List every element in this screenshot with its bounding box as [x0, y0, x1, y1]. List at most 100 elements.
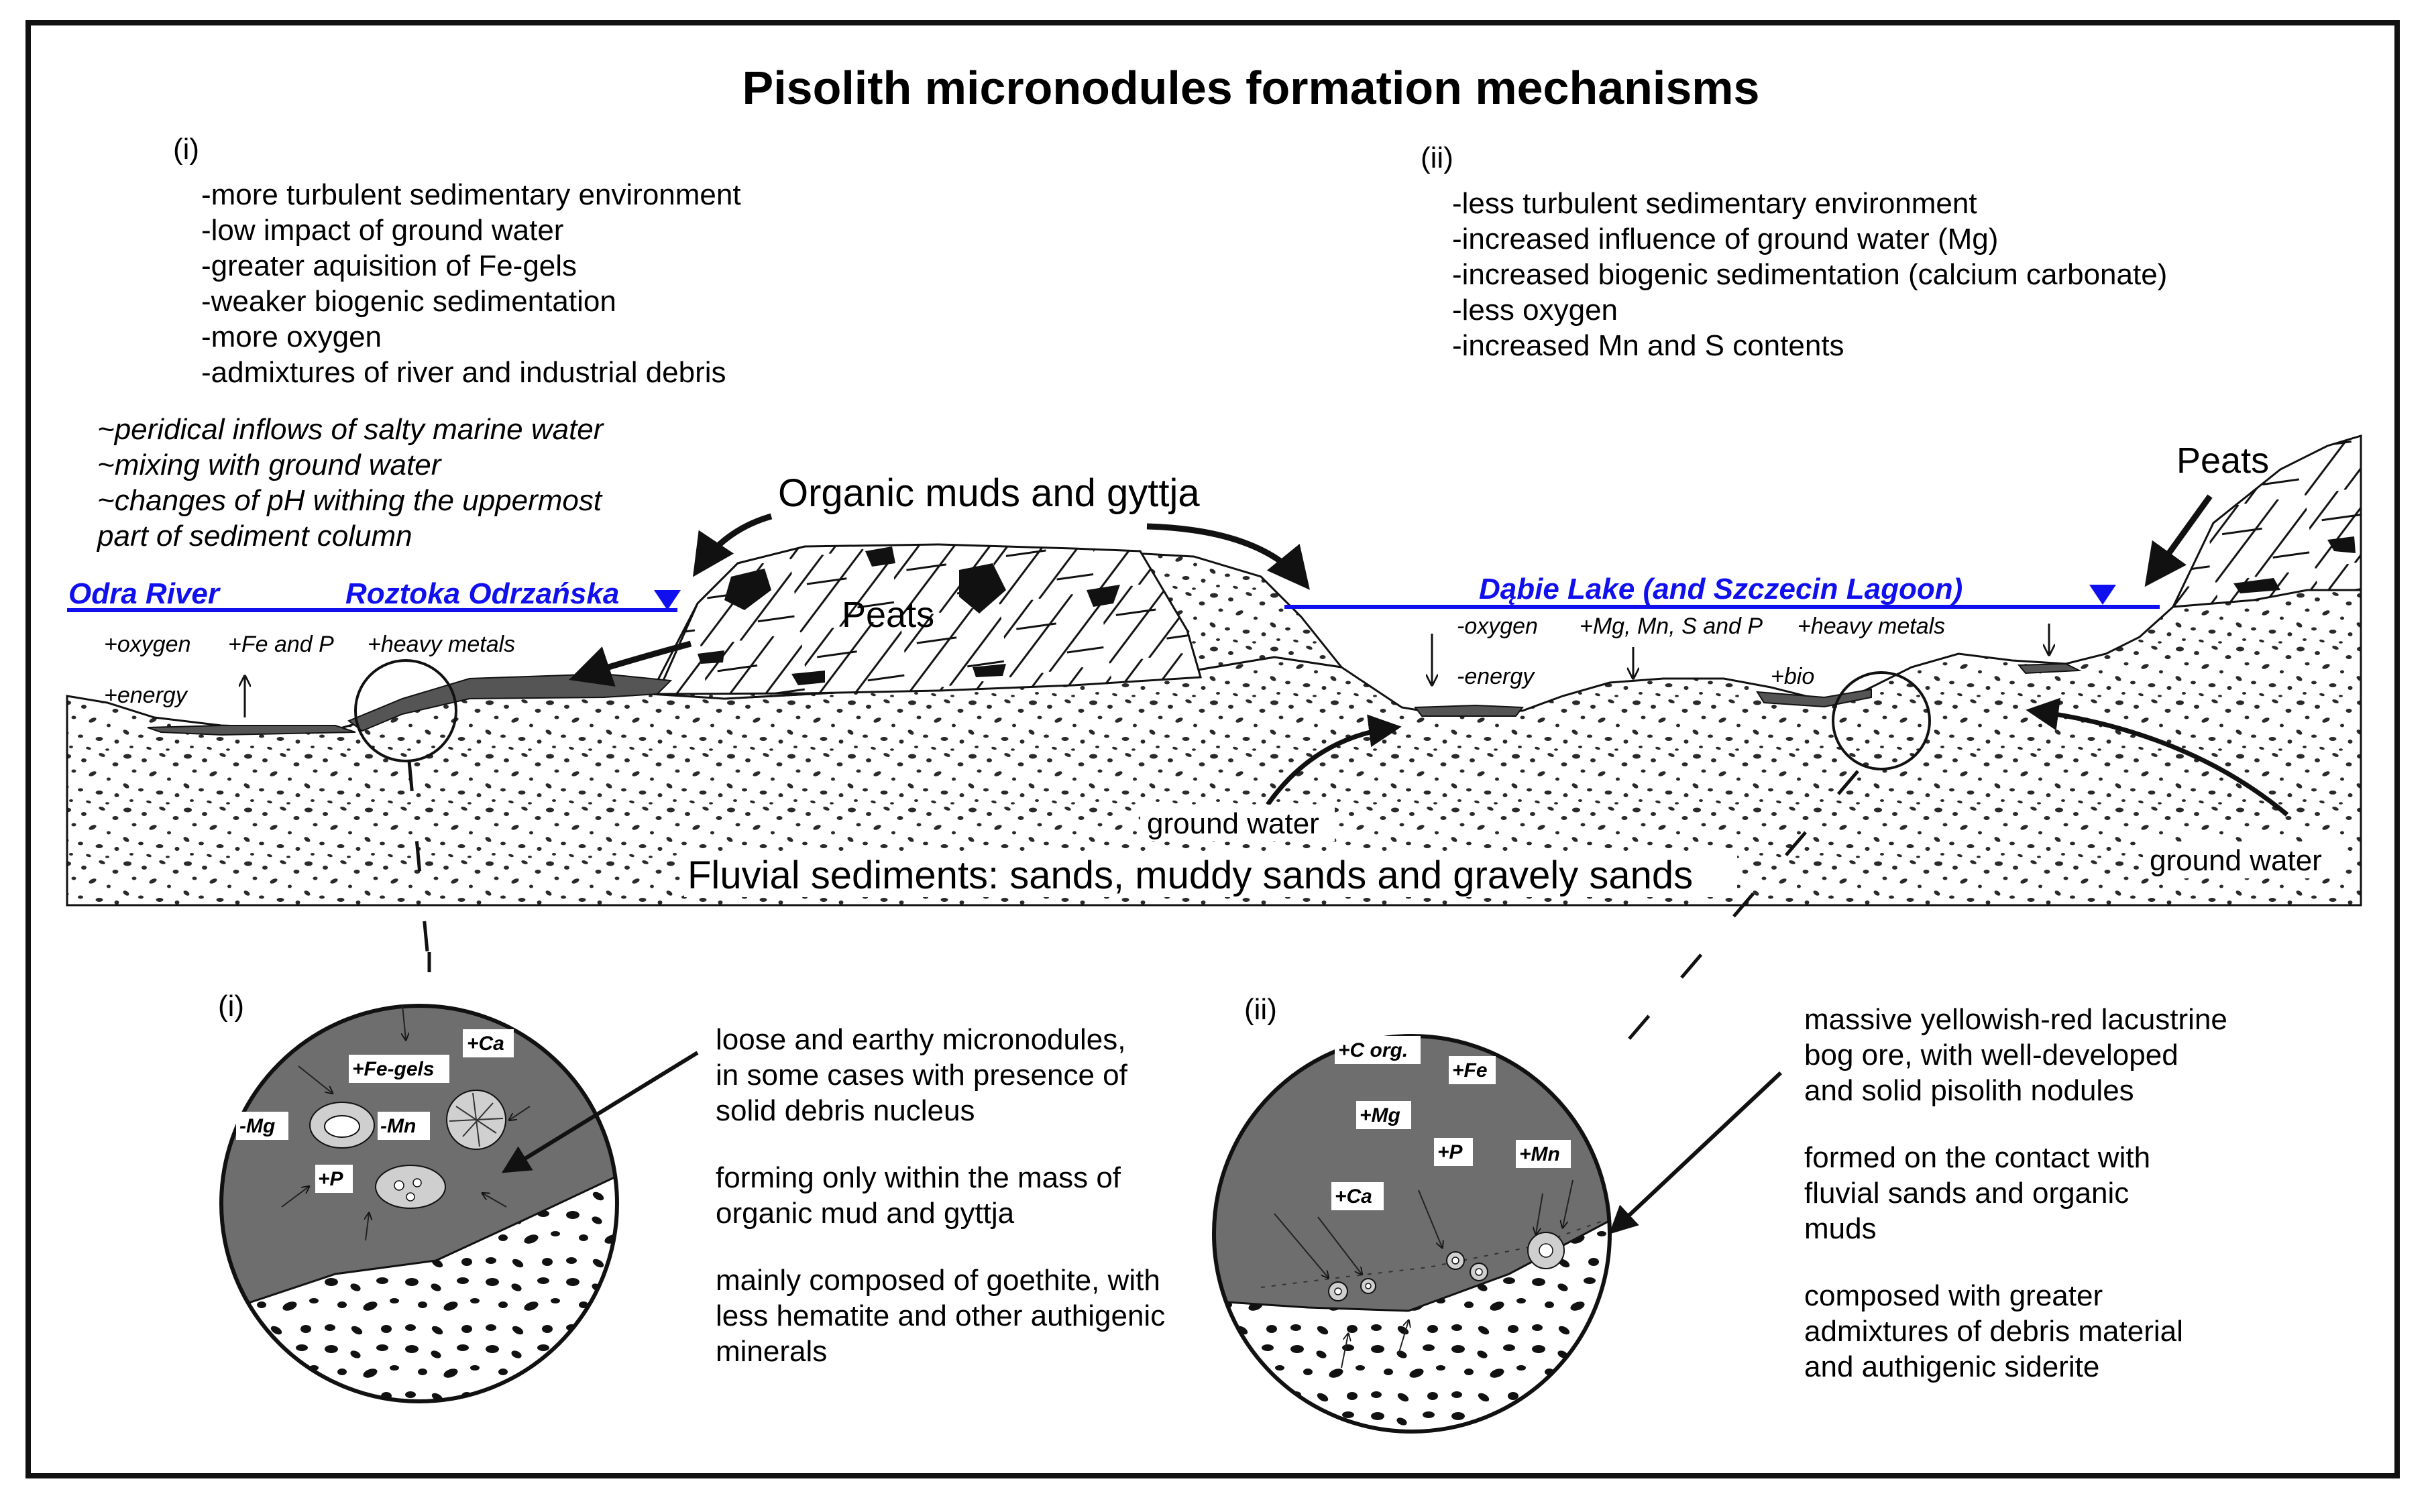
desc-ii-line: admixtures of debris material	[1804, 1315, 2183, 1348]
nodule-radial-texture	[449, 1092, 504, 1147]
leader-dash-ii	[1622, 770, 1859, 1047]
tags-ii: +C org. +Fe +Mg +P +Mn +Ca	[1331, 1036, 1571, 1210]
right-energy-label: -energy	[1457, 664, 1535, 689]
tag-fe-gels: +Fe-gels	[352, 1058, 435, 1080]
desc-ii-line: and solid pisolith nodules	[1804, 1074, 2134, 1107]
ground-water-2-bg	[2143, 841, 2344, 878]
tag-c-org: +C org.	[1338, 1039, 1408, 1061]
desc-ii-line: formed on the contact with	[1804, 1141, 2150, 1174]
panel-ii-bullet: -increased Mn and S contents	[1452, 329, 1844, 362]
ground-water-label-1: ground water	[1147, 807, 1319, 840]
arrow-organic-right	[1146, 523, 1310, 590]
sand-base-i	[221, 1167, 617, 1401]
right-bio-label: +bio	[1771, 664, 1814, 689]
pointer-arrow-i	[501, 1051, 699, 1173]
desc-i-line: forming only within the mass of	[716, 1161, 1121, 1194]
panel-i-note: ~mixing with ground water	[97, 449, 443, 481]
fluvial-sediments-label: Fluvial sediments: sands, muddy sands an…	[687, 854, 1693, 897]
arrow-ground-water-1	[1266, 714, 1402, 807]
arrow-roztoka	[569, 640, 692, 687]
figure-title: Pisolith micronodules formation mechanis…	[742, 62, 1760, 114]
peat-wedge-right	[2171, 434, 2362, 608]
leader-dash-i	[407, 760, 431, 973]
nodule-earthy	[375, 1165, 446, 1209]
panel-i-bullet: -greater aquisition of Fe-gels	[201, 249, 577, 282]
water-level-marker-right	[2089, 585, 2116, 605]
panel-ii-bullet: -less oxygen	[1452, 294, 1618, 327]
desc-ii-line: muds	[1804, 1212, 1877, 1245]
inflow-arrows-i	[281, 1005, 531, 1241]
tag-ca-i: +Ca	[467, 1033, 504, 1055]
zoom-circle-i	[219, 1004, 619, 1403]
tag-mg-ii: +Mg	[1360, 1104, 1400, 1126]
panel-i-bullet: -more turbulent sedimentary environment	[201, 178, 741, 211]
desc-ii-line: fluvial sands and organic	[1804, 1177, 2129, 1210]
panel-i-bullet: -low impact of ground water	[201, 214, 563, 247]
panel-i-bullets: -more turbulent sedimentary environment …	[201, 178, 741, 389]
zoom-detail-i: +Ca +Fe-gels -Mg -Mn +P (i)	[218, 952, 619, 1403]
desc-ii-line: massive yellowish-red lacustrine	[1804, 1003, 2227, 1036]
desc-i-line: minerals	[716, 1335, 827, 1368]
sand-base-ii	[1214, 1214, 1610, 1432]
ground-water-label-2: ground water	[2150, 844, 2322, 877]
desc-ii-line: composed with greater	[1804, 1279, 2103, 1312]
right-mg-mn-label: +Mg, Mn, S and P	[1580, 614, 1763, 639]
tag-ca-ii: +Ca	[1335, 1185, 1372, 1208]
fluvial-label-bg	[684, 852, 1737, 897]
desc-i-line: organic mud and gyttja	[716, 1197, 1015, 1230]
water-level-marker-left	[654, 590, 681, 610]
dabie-lake-label: Dąbie Lake (and Szczecin Lagoon)	[1479, 573, 1963, 605]
left-energy-label: +energy	[104, 683, 188, 708]
left-heavy-metals-label: +heavy metals	[368, 632, 515, 657]
figure-frame	[25, 20, 2400, 1478]
desc-i-line: in some cases with presence of	[716, 1059, 1128, 1092]
zoom-detail-ii: +C org. +Fe +Mg +P +Mn +Ca (ii)	[1212, 993, 1612, 1434]
panel-ii-bullet: -increased influence of ground water (Mg…	[1452, 223, 1998, 255]
ground-water-1-bg	[1140, 805, 1335, 841]
panel-ii-bullet: -increased biogenic sedimentation (calci…	[1452, 258, 2167, 291]
pointer-arrow-ii	[1608, 1071, 1783, 1234]
panel-ii-bullet: -less turbulent sedimentary environment	[1452, 187, 1977, 220]
tag-fe-ii: +Fe	[1452, 1059, 1488, 1082]
left-fe-p-label: +Fe and P	[228, 632, 334, 657]
right-oxygen-label: -oxygen	[1457, 614, 1538, 639]
tags-i: +Ca +Fe-gels -Mg -Mn +P	[236, 1029, 514, 1193]
circle-ii-label: (ii)	[1244, 993, 1277, 1026]
tag-mn-ii: +Mn	[1519, 1143, 1560, 1165]
zoom-circle-i-small	[354, 659, 457, 762]
peats-right-label: Peats	[2176, 441, 2269, 481]
description-i: loose and earthy micronodules, in some c…	[716, 1023, 1165, 1368]
tag-p-ii: +P	[1437, 1141, 1463, 1163]
desc-i-line: loose and earthy micronodules,	[716, 1023, 1125, 1056]
description-ii: massive yellowish-red lacustrine bog ore…	[1804, 1003, 2227, 1383]
desc-i-line: mainly composed of goethite, with	[716, 1264, 1160, 1297]
panel-i-bullet: -weaker biogenic sedimentation	[201, 285, 616, 318]
desc-ii-line: and authigenic siderite	[1804, 1350, 2099, 1383]
tag-p-i: +P	[318, 1168, 344, 1190]
panel-i-note: ~peridical inflows of salty marine water	[97, 413, 605, 446]
circle-i-label: (i)	[218, 990, 244, 1023]
panel-i-bullet: -more oxygen	[201, 321, 382, 353]
panel-ii-label: (ii)	[1421, 141, 1453, 174]
peats-center-label: Peats	[842, 595, 934, 635]
arrow-ground-water-2	[2026, 697, 2289, 817]
panel-ii-bullets: -less turbulent sedimentary environment …	[1452, 187, 2167, 362]
roztoka-label: Roztoka Odrzańska	[345, 577, 619, 610]
peat-lens-center	[655, 543, 1202, 695]
organic-muds-label: Organic muds and gyttja	[778, 471, 1200, 515]
inflow-arrows-ii	[1274, 1179, 1573, 1369]
left-oxygen-label: +oxygen	[104, 632, 191, 657]
right-heavy-metals-label: +heavy metals	[1798, 614, 1945, 639]
panel-i-bullet: -admixtures of river and industrial debr…	[201, 356, 726, 389]
desc-i-line: solid debris nucleus	[716, 1094, 975, 1127]
odra-river-label: Odra River	[68, 577, 221, 610]
bog-ore-lenses	[147, 662, 2082, 736]
tag-mn-i: -Mn	[380, 1115, 416, 1137]
desc-ii-line: bog ore, with well-developed	[1804, 1039, 2178, 1071]
arrow-peats-right	[2144, 494, 2213, 587]
cross-section: Organic muds and gyttja Peats Peats Odra…	[66, 434, 2362, 1047]
tag-mg-i: -Mg	[239, 1115, 275, 1137]
panel-i-notes: ~peridical inflows of salty marine water…	[96, 413, 605, 553]
desc-i-line: less hematite and other authigenic	[716, 1299, 1165, 1332]
